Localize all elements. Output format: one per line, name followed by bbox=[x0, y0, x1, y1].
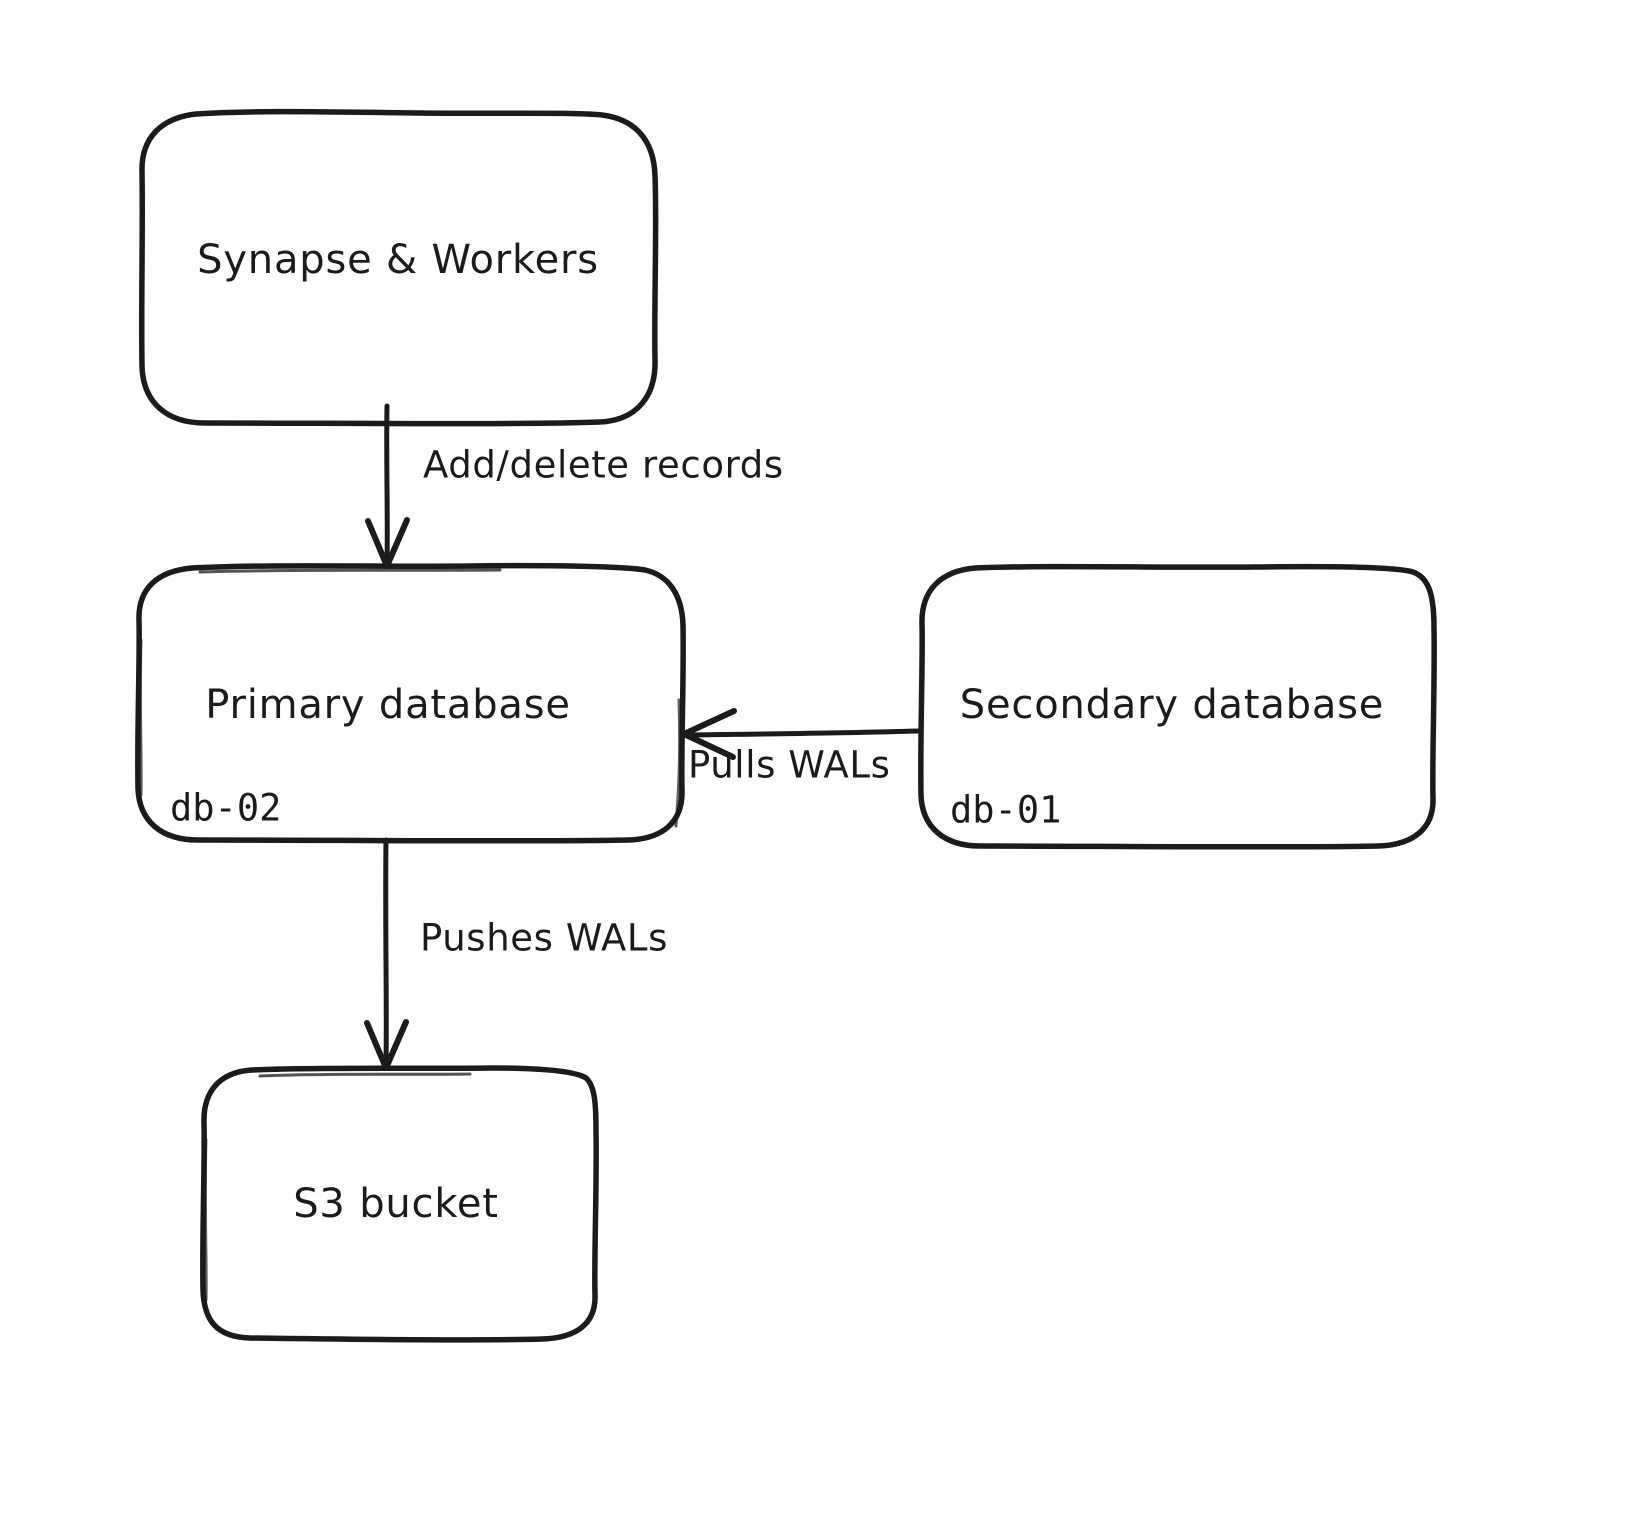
edge-synapse-to-primary bbox=[365, 403, 410, 569]
edge-primary-to-s3 bbox=[364, 837, 409, 1071]
edge-secondary-to-primary bbox=[681, 708, 921, 760]
node-shape-secondary[interactable] bbox=[918, 563, 1437, 850]
node-shape-primary[interactable] bbox=[135, 562, 686, 844]
node-shape-synapse[interactable] bbox=[138, 108, 659, 427]
node-shape-s3[interactable] bbox=[200, 1065, 599, 1343]
